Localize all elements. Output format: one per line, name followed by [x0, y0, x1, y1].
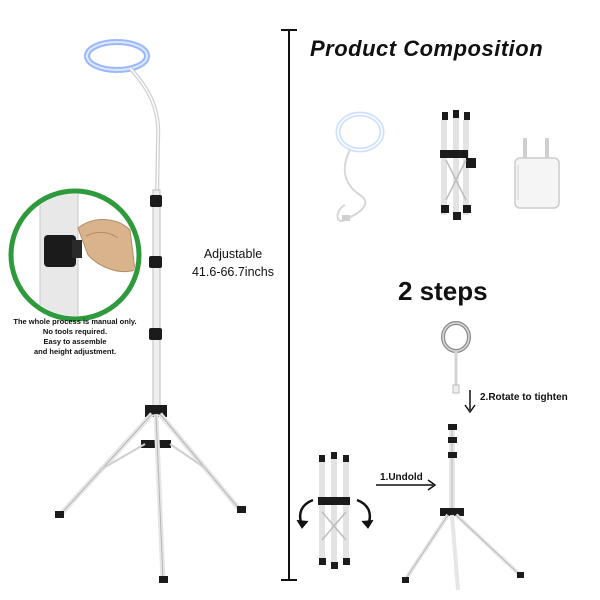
product-composition-title: Product Composition — [310, 36, 544, 61]
tripod-stand-icon — [440, 110, 476, 220]
manual-line4: and height adjustment. — [33, 347, 117, 356]
right-arrow-icon — [376, 479, 437, 491]
steps-title: 2 steps — [398, 276, 488, 306]
down-arrow-icon — [464, 390, 476, 414]
manual-note: The whole process is manual only. No too… — [0, 317, 150, 357]
step1-tripod-icon — [318, 452, 350, 569]
step-rotate-label: 2.Rotate to tighten — [480, 392, 568, 403]
divider — [281, 29, 297, 581]
main-stand-icon — [55, 39, 246, 583]
clamp-detail-icon — [8, 188, 142, 322]
rotate-arrow-icon — [296, 498, 374, 529]
power-adapter-icon — [514, 138, 560, 209]
step2-stand-icon — [402, 424, 524, 591]
manual-line1: The whole process is manual only. — [13, 317, 137, 326]
adjustable-line1: Adjustable — [203, 247, 263, 261]
manual-line3: Easy to assemble — [43, 337, 107, 346]
adjustable-line2: 41.6-66.7inchs — [191, 265, 274, 279]
manual-line2: No tools required. — [42, 327, 108, 336]
step2-light-icon — [441, 321, 471, 394]
adjustable-height-label: Adjustable 41.6-66.7inchs — [178, 245, 288, 281]
step-unfold-label: 1.Undold — [380, 472, 423, 483]
ring-light-item-icon — [335, 111, 385, 222]
